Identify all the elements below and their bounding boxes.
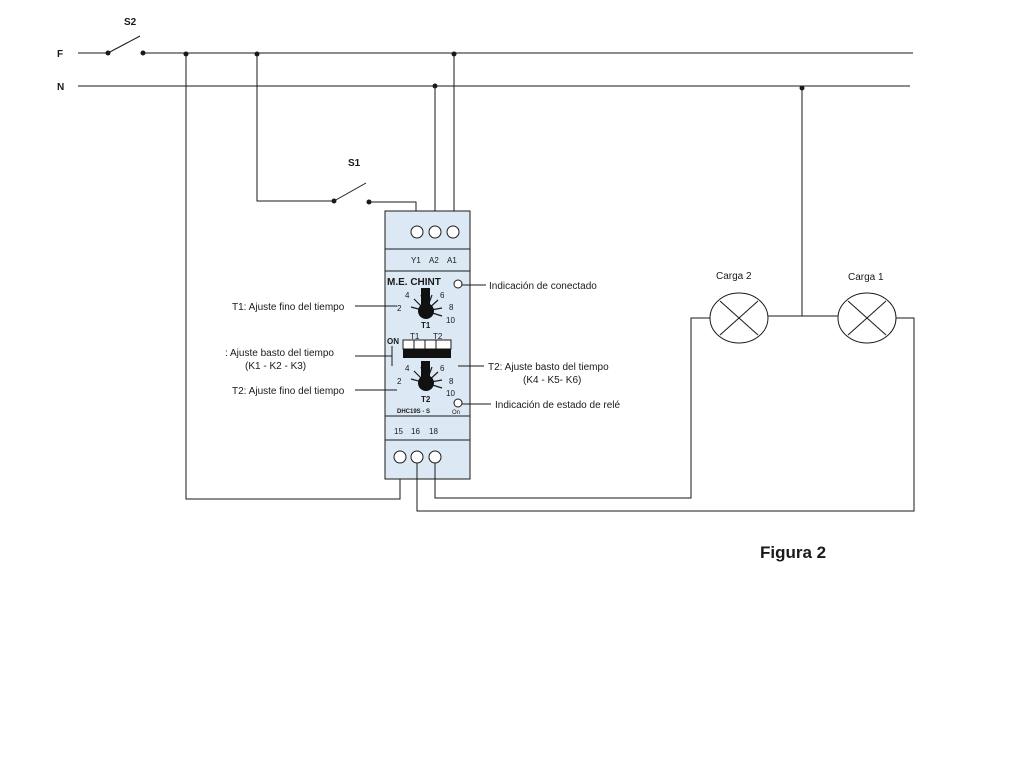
brand-label: M.E. CHINT	[387, 277, 441, 288]
annotation-t2-coarse-line2: (K4 - K5- K6)	[523, 375, 581, 386]
dial-t2-mark-10: 10	[446, 389, 455, 398]
s1-switch-blade	[333, 182, 367, 202]
terminal-a1	[446, 225, 460, 239]
annotation-connected: Indicación de conectado	[489, 281, 597, 292]
dip-t1-label: T1	[410, 332, 420, 341]
phase-label: F	[57, 49, 63, 60]
wire-16-to-load1	[416, 317, 915, 512]
dial-t1-mark-10: 10	[446, 316, 455, 325]
s2-contact-left	[105, 50, 111, 56]
dial-t2-mark-6: 6	[440, 364, 445, 373]
terminal-label-15: 15	[394, 427, 403, 436]
connected-indicator-led	[453, 279, 463, 289]
dial-t2-pointer	[421, 361, 430, 379]
relay-state-indicator-led	[453, 398, 463, 408]
terminal-label-18: 18	[429, 427, 438, 436]
dial-t2-mark-4: 4	[405, 364, 410, 373]
dial-t1-mark-4: 4	[405, 291, 410, 300]
dial-t1-pointer	[421, 288, 430, 306]
on-indicator-label: On	[452, 410, 460, 416]
wire-phase-to-s1	[256, 54, 334, 202]
lamp-load1	[837, 292, 897, 344]
dip-switch-block: ON T1 T2	[387, 332, 452, 358]
terminal-15	[393, 450, 407, 464]
annotation-relay-state: Indicación de estado de relé	[495, 400, 621, 411]
terminal-16	[410, 450, 424, 464]
annotation-t1-fine: T1: Ajuste fino del tiempo	[232, 302, 345, 313]
lamp-load2	[709, 292, 769, 344]
terminal-label-16: 16	[411, 427, 420, 436]
terminal-label-a2: A2	[429, 256, 439, 265]
s2-switch-blade	[107, 35, 141, 54]
neutral-label: N	[57, 82, 64, 93]
dip-switch-bottom	[403, 349, 451, 358]
load2-label: Carga 2	[716, 271, 752, 282]
dip-t2-label: T2	[433, 332, 443, 341]
annotation-coarse-left-line2: (K1 - K2 - K3)	[245, 361, 306, 372]
dial-t1-mark-6: 6	[440, 291, 445, 300]
model-label: DHC19S - S	[397, 409, 430, 415]
wire-18-to-load2	[434, 317, 711, 499]
annotation-t2-coarse-line1: T2: Ajuste basto del tiempo	[488, 362, 609, 373]
terminal-label-y1: Y1	[411, 256, 421, 265]
dial-t2-label: T2	[421, 395, 431, 404]
dial-t1-mark-2: 2	[397, 304, 402, 313]
dial-t1-mark-8: 8	[449, 303, 454, 312]
load1-label: Carga 1	[848, 272, 884, 283]
annotation-t2-fine: T2: Ajuste fino del tiempo	[232, 386, 345, 397]
figure-caption: Figura 2	[760, 543, 826, 562]
terminal-label-a1: A1	[447, 256, 457, 265]
dial-t2: 2 4 6 8 10 T2	[397, 361, 455, 404]
wire-phase-to-15	[185, 54, 401, 500]
terminal-18	[428, 450, 442, 464]
annotation-coarse-left-line1: : Ajuste basto del tiempo	[225, 348, 334, 359]
dial-t1-label: T1	[421, 321, 431, 330]
terminal-a2	[428, 225, 442, 239]
s1-label: S1	[348, 158, 361, 169]
dial-t2-mark-2: 2	[397, 377, 402, 386]
dip-on-label: ON	[387, 337, 399, 346]
dial-t1: 2 4 6 8 10 T1	[397, 288, 455, 330]
terminal-y1	[410, 225, 424, 239]
dial-t2-mark-8: 8	[449, 377, 454, 386]
dip-switch-top	[402, 339, 452, 350]
s2-label: S2	[124, 17, 137, 28]
dial-t1-knob	[418, 303, 434, 319]
